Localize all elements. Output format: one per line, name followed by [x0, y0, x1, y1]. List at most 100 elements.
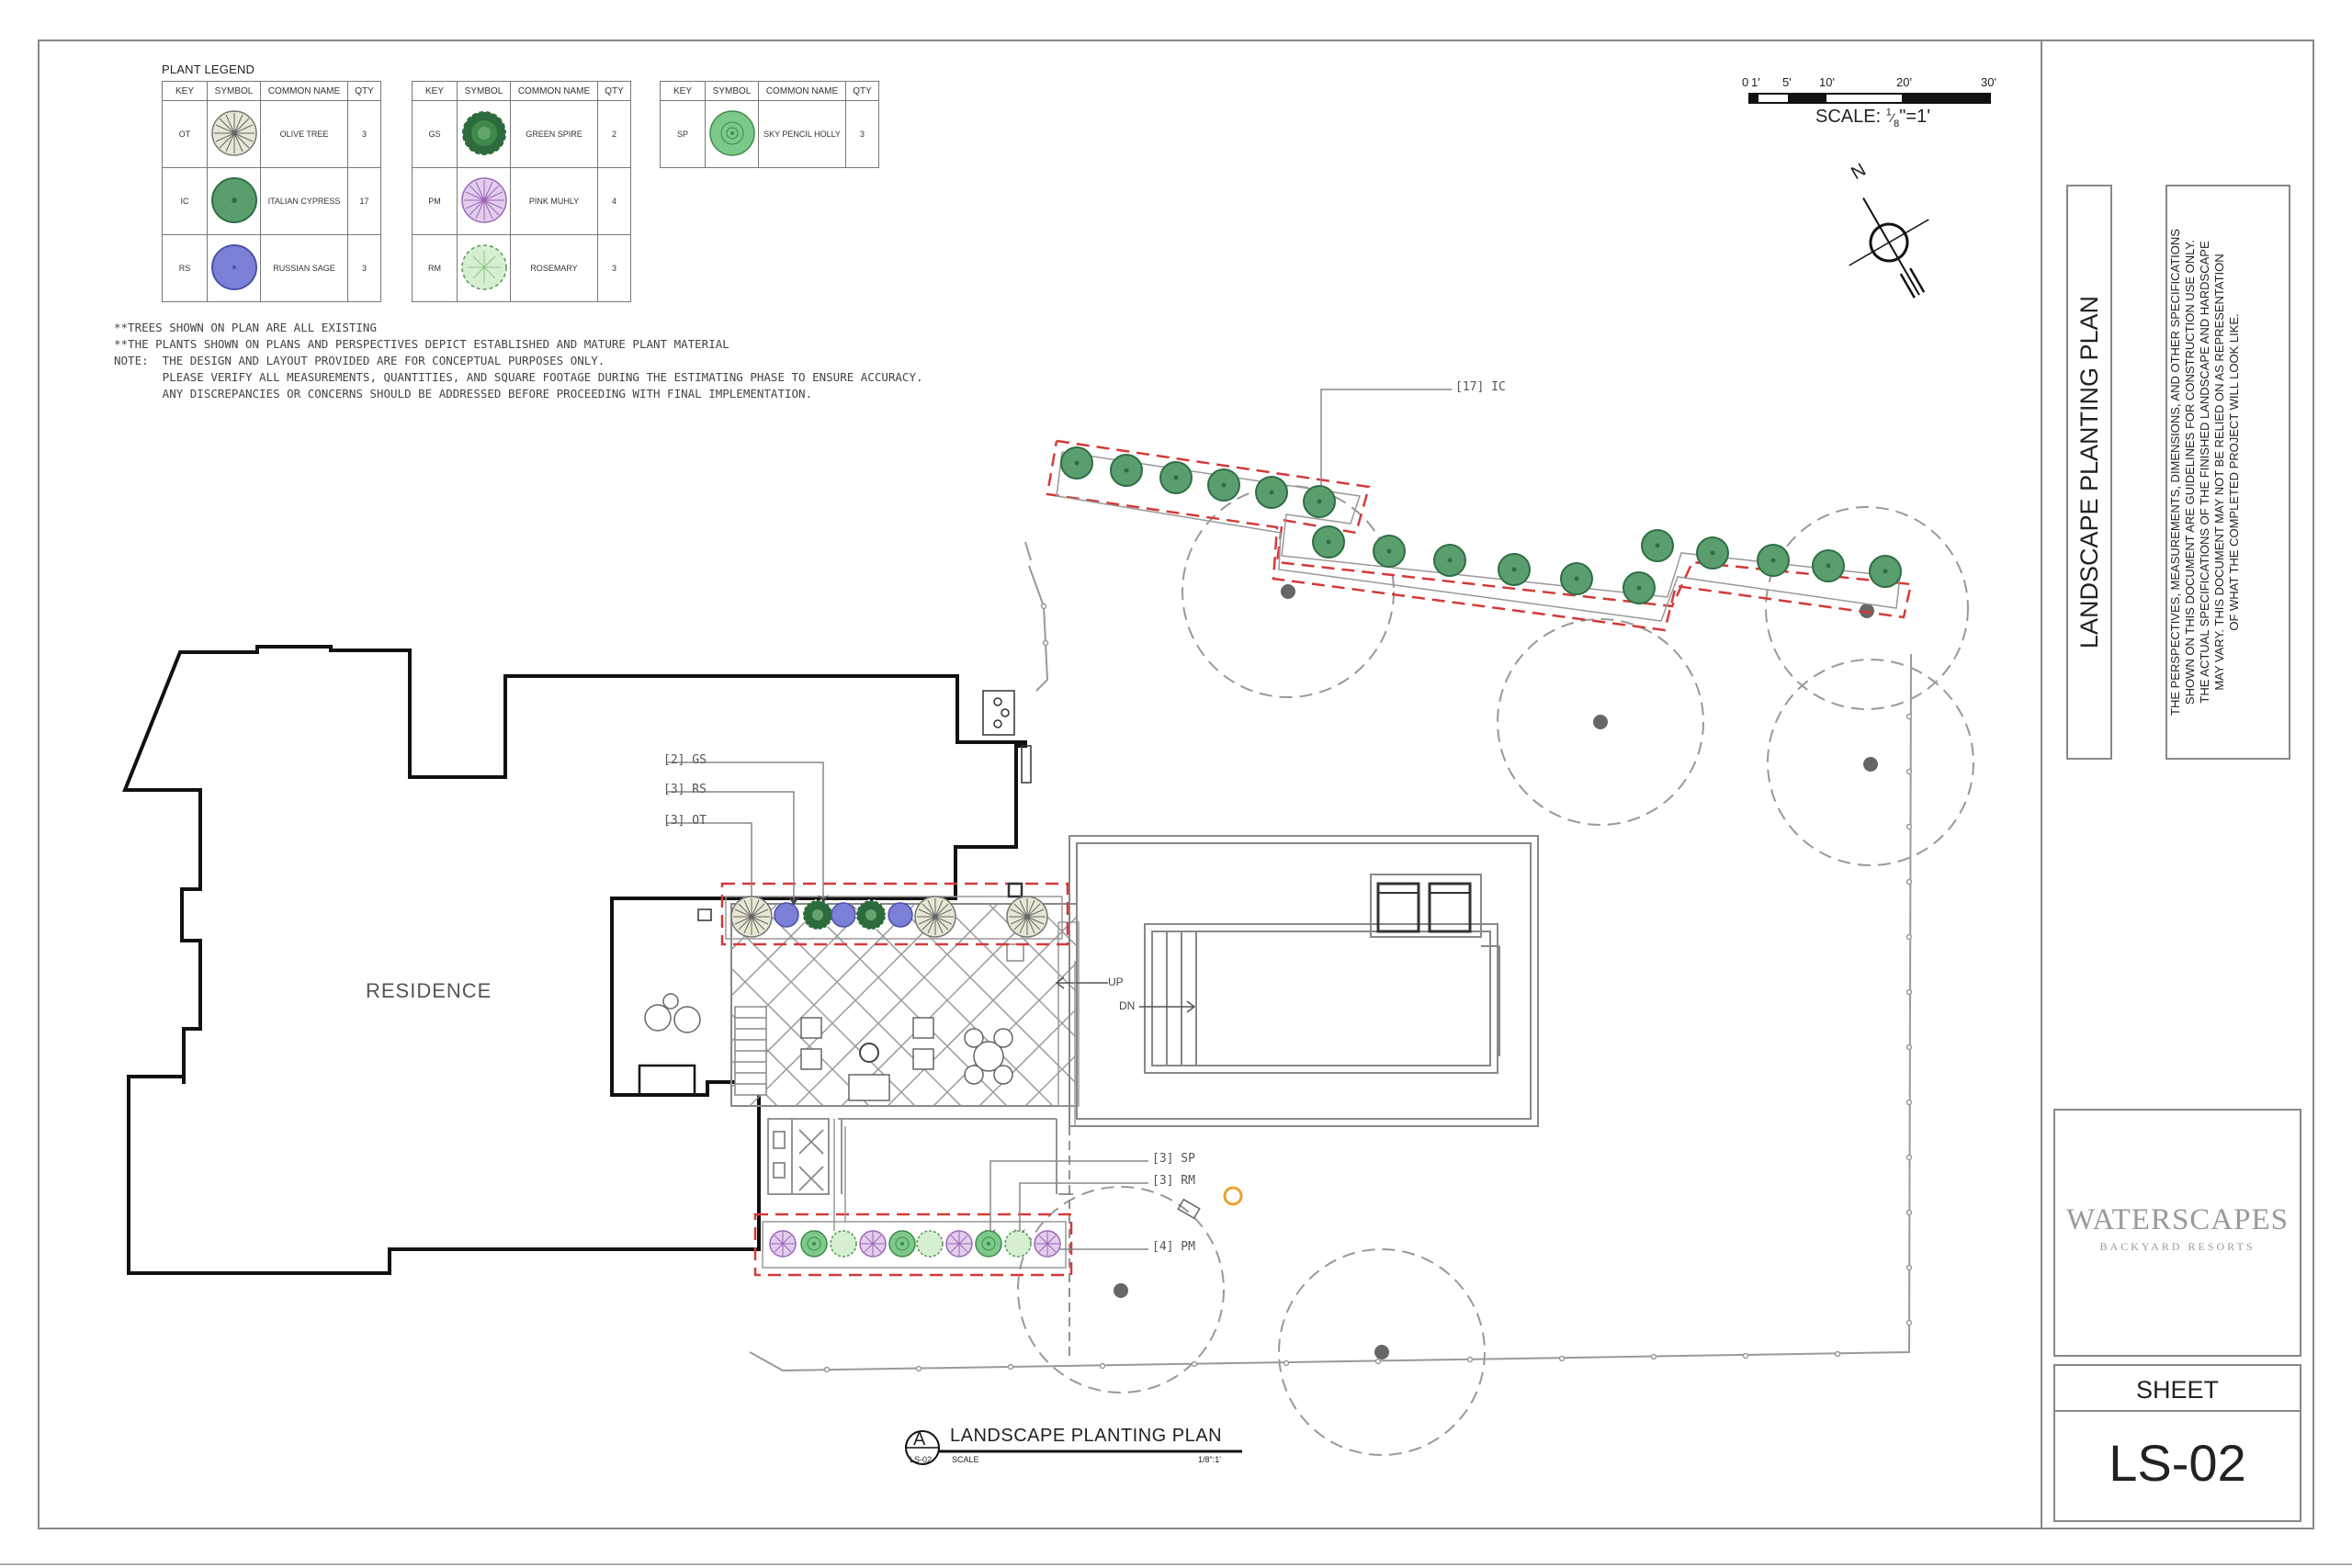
legend-qty: 2: [597, 100, 631, 168]
disclaimer-line: THE ACTUAL SPECIFICATIONS OF THE FINISHE…: [2198, 241, 2211, 704]
scale-label-prefix: SCALE:: [1815, 107, 1886, 127]
legend-header-key: KEY: [162, 81, 208, 101]
italian-cypress-symbol-icon: [207, 167, 261, 235]
scale-tick: 1': [1751, 75, 1760, 89]
stair-down-label: DN: [1119, 999, 1136, 1012]
callout-sky-pencil-holly: [3] SP: [1152, 1152, 1195, 1166]
orange-marker: [1223, 1186, 1243, 1206]
legend-row: GS GREEN SPIRE 2: [412, 100, 631, 168]
outdoor-kitchen: [767, 1118, 1073, 1359]
legend-row: PM PINK MUHLY 4: [412, 167, 631, 235]
legend-header-qty: QTY: [347, 81, 381, 101]
legend-header-common-name: COMMON NAME: [260, 81, 348, 101]
front-bed: [720, 882, 1069, 946]
fence-posts: [823, 603, 1913, 1373]
legend-key: GS: [412, 100, 458, 168]
utility-equipment: [697, 690, 1032, 921]
note-line: PLEASE VERIFY ALL MEASUREMENTS, QUANTITI…: [114, 370, 923, 384]
legend-qty: 3: [845, 100, 879, 168]
legend-row: SP SKY PENCIL HOLLY 3: [660, 100, 879, 168]
callout-green-spire: [2] GS: [663, 753, 707, 767]
legend-header-qty: QTY: [845, 81, 879, 101]
disclaimer-line: OF WHAT THE COMPLETED PROJECT WILL LOOK …: [2227, 313, 2241, 631]
disclaimer-line: SHOWN ON THIS DOCUMENT ARE GUIDELINES FO…: [2183, 239, 2197, 705]
scale-tick: 0: [1742, 75, 1749, 89]
stair-up-label: UP: [1108, 976, 1124, 988]
legend-header-key: KEY: [660, 81, 706, 101]
green-spire-symbol-icon: [457, 100, 511, 168]
legend-key: RM: [412, 234, 458, 302]
scale-bar: [1748, 93, 1991, 104]
plant-legend-table-2: KEY SYMBOL COMMON NAME QTY GS GREEN SPIR…: [412, 81, 631, 302]
plant-legend-table-3: KEY SYMBOL COMMON NAME QTY SP SKY PENCIL…: [660, 81, 879, 168]
legend-common-name: OLIVE TREE: [260, 100, 348, 168]
legend-row: IC ITALIAN CYPRESS 17: [162, 167, 381, 235]
legend-qty: 3: [347, 100, 381, 168]
legend-qty: 4: [597, 167, 631, 235]
legend-key: PM: [412, 167, 458, 235]
rosemary-symbol-icon: [457, 234, 511, 302]
scale-frac-den: 8: [1894, 118, 1900, 130]
sheet-label: SHEET: [2135, 1376, 2220, 1404]
legend-common-name: SKY PENCIL HOLLY: [758, 100, 846, 168]
callout-leaders: [667, 389, 1452, 1250]
callout-olive-tree: [3] OT: [663, 814, 707, 828]
drawing-title-sheet-ref: LS-02: [910, 1455, 933, 1464]
note-line: ANY DISCREPANCIES OR CONCERNS SHOULD BE …: [114, 387, 813, 400]
north-arrow-symbol: [1849, 197, 1929, 299]
plant-legend-table-1: KEY SYMBOL COMMON NAME QTY OT OLIVE TREE…: [162, 81, 381, 302]
callout-russian-sage: [3] RS: [663, 783, 707, 796]
legend-common-name: RUSSIAN SAGE: [260, 234, 348, 302]
legend-common-name: GREEN SPIRE: [510, 100, 598, 168]
scale-frac-num: 1: [1885, 107, 1892, 118]
pool: [1069, 835, 1539, 1127]
legend-header-symbol: SYMBOL: [457, 81, 511, 101]
legend-header-key: KEY: [412, 81, 458, 101]
callout-pink-muhly: [4] PM: [1152, 1240, 1195, 1254]
title-block-frames: [2053, 185, 2301, 1522]
legend-key: OT: [162, 100, 208, 168]
legend-header-symbol: SYMBOL: [705, 81, 759, 101]
scale-tick: 10': [1819, 75, 1835, 89]
legend-header-common-name: COMMON NAME: [758, 81, 846, 101]
legend-qty: 17: [347, 167, 381, 235]
disclaimer-line: THE PERSPECTIVES, MEASUREMENTS, DIMENSIO…: [2168, 229, 2182, 716]
drawing-title-scale-value: 1/8":1': [1198, 1455, 1221, 1464]
legend-header-qty: QTY: [597, 81, 631, 101]
note-line: NOTE: THE DESIGN AND LAYOUT PROVIDED ARE…: [114, 354, 605, 367]
pool-deck-arrows: [1055, 976, 1196, 1013]
legend-common-name: PINK MUHLY: [510, 167, 598, 235]
legend-key: SP: [660, 100, 706, 168]
scale-tick: 20': [1896, 75, 1912, 89]
residence-outline: [122, 645, 1027, 1275]
legend-key: RS: [162, 234, 208, 302]
pink-muhly-symbol-icon: [457, 167, 511, 235]
legend-row: RS RUSSIAN SAGE 3: [162, 234, 381, 302]
rear-bed: [753, 1213, 1073, 1277]
existing-tree-trunks: [1114, 584, 1878, 1359]
note-line: **THE PLANTS SHOWN ON PLANS AND PERSPECT…: [114, 337, 729, 351]
sheet-number: LS-02: [2109, 1434, 2246, 1492]
sky-pencil-holly-symbol-icon: [705, 100, 759, 168]
company-logo-sub: BACKYARD RESORTS: [2099, 1240, 2256, 1253]
olive-tree-symbol-icon: [207, 100, 261, 168]
drawing-title-letter: A: [913, 1429, 926, 1450]
residence-label: RESIDENCE: [366, 979, 492, 1002]
legend-header-common-name: COMMON NAME: [510, 81, 598, 101]
legend-row: OT OLIVE TREE 3: [162, 100, 381, 168]
callout-rosemary: [3] RM: [1152, 1174, 1195, 1188]
drawing-title-scale-label: SCALE: [952, 1455, 979, 1464]
legend-common-name: ROSEMARY: [510, 234, 598, 302]
scale-label-suffix: "=1': [1899, 107, 1931, 127]
legend-qty: 3: [347, 234, 381, 302]
drawing-title-text: LANDSCAPE PLANTING PLAN: [950, 1426, 1223, 1446]
legend-row: RM ROSEMARY 3: [412, 234, 631, 302]
title-block-disclaimer: THE PERSPECTIVES, MEASUREMENTS, DIMENSIO…: [2168, 187, 2288, 757]
legend-common-name: ITALIAN CYPRESS: [260, 167, 348, 235]
scale-label: SCALE: 1⁄8"=1': [1815, 107, 1931, 130]
legend-key: IC: [162, 167, 208, 235]
scale-tick: 30': [1981, 75, 1996, 89]
legend-qty: 3: [597, 234, 631, 302]
scale-tick: 5': [1782, 75, 1792, 89]
